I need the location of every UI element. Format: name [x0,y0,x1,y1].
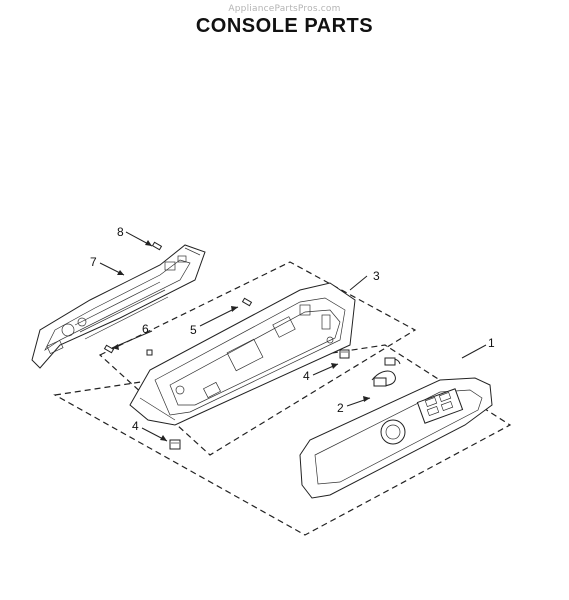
part-3-console-housing [129,282,356,426]
callout-7: 7 [90,255,97,269]
callout-4-upper: 4 [303,369,310,383]
callout-5: 5 [190,323,197,337]
part-4-clip-lower [169,439,181,450]
watermark: AppliancePartsPros.com [228,4,341,14]
part-7-rear-trim [31,244,206,369]
callout-2: 2 [337,401,344,415]
callout-8: 8 [117,225,124,239]
callout-3: 3 [373,269,380,283]
part-6-screw [103,344,153,356]
callout-4-lower: 4 [132,419,139,433]
arrowheads [112,240,370,441]
part-5-screw [241,297,253,307]
part-4-clip-upper [339,349,350,359]
part-2-wire-harness [371,357,401,387]
callout-6: 6 [142,322,149,336]
part-8-screw [151,241,163,251]
page-title: CONSOLE PARTS [195,15,374,37]
callout-1: 1 [488,336,495,350]
part-1-control-panel [299,377,493,499]
